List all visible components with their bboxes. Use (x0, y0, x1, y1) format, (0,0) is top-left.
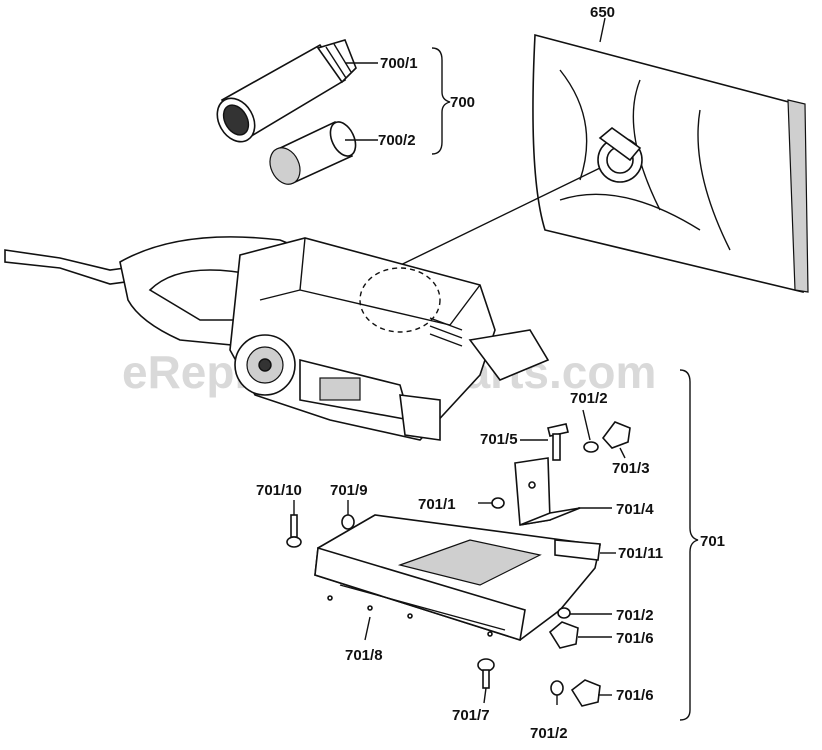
label-701-6-bottom: 701/6 (616, 687, 654, 704)
label-701-3: 701/3 (612, 460, 650, 477)
label-700: 700 (450, 94, 475, 111)
washer-701-2-mid (557, 607, 571, 619)
label-701-9: 701/9 (330, 482, 368, 499)
label-701-11: 701/11 (618, 545, 663, 562)
screw-701-7 (477, 658, 495, 689)
label-701-6-mid: 701/6 (616, 630, 654, 647)
label-701-8: 701/8 (345, 647, 383, 664)
label-700-2: 700/2 (378, 132, 416, 149)
label-701-4: 701/4 (616, 501, 654, 518)
screw-701-10 (286, 514, 302, 548)
knob-701-6-mid (548, 621, 579, 649)
label-701-10: 701/10 (256, 482, 302, 499)
label-701-2-top: 701/2 (570, 390, 608, 407)
label-701-7: 701/7 (452, 707, 490, 724)
washer-701-2-top (583, 441, 599, 453)
knob-701-3 (601, 421, 631, 449)
washer-701-2-bottom (550, 680, 564, 696)
dust-tube-700-1 (216, 39, 357, 143)
label-700-1: 700/1 (380, 55, 418, 72)
rail-701-11 (554, 539, 601, 561)
label-701-1: 701/1 (418, 496, 456, 513)
washer-701-9 (341, 514, 355, 530)
label-701: 701 (700, 533, 725, 550)
belt-sander (4, 236, 550, 441)
washer-701-1 (491, 497, 505, 509)
label-650: 650 (590, 4, 615, 21)
bracket-701 (679, 369, 699, 721)
frame-701-8 (314, 514, 601, 642)
label-701-2-mid: 701/2 (616, 607, 654, 624)
knob-701-6-bottom (570, 679, 601, 707)
label-701-5: 701/5 (480, 431, 518, 448)
dust-bag-650 (532, 33, 809, 294)
bracket-701-4 (514, 457, 581, 526)
filter-cartridge-700-2 (269, 120, 357, 185)
label-701-2-bottom: 701/2 (530, 725, 568, 742)
bracket-700 (431, 47, 451, 155)
screw-701-5 (547, 423, 569, 461)
